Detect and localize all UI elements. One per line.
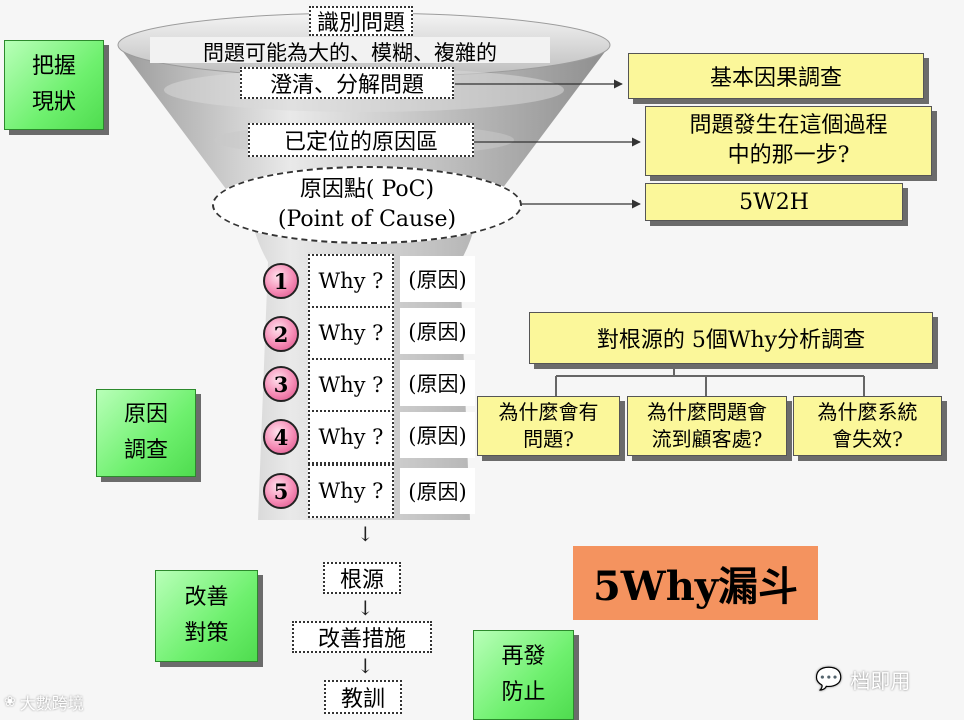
why-number-1: 1 <box>263 263 299 299</box>
wechat-icon: 💬 <box>815 666 843 692</box>
watermark-right: 💬 档即用 <box>815 662 955 696</box>
improvement-measures-box: 改善措施 <box>292 621 432 653</box>
main-title: 5Why漏斗 <box>573 546 818 620</box>
why-step-4: Why ? <box>308 410 394 464</box>
poc-label: 原因點( PoC) <box>299 177 435 202</box>
lessons-box: 教訓 <box>324 680 402 714</box>
basic-cause-investigation-box: 基本因果調查 <box>628 53 924 99</box>
branch-why-reach-customer: 為什麼問題會 流到顧客處? <box>627 396 787 456</box>
why-step-2: Why ? <box>308 306 394 360</box>
branch-why-problem: 為什麼會有 問題? <box>477 396 620 456</box>
phase-prevent-recurrence: 再發 防止 <box>473 630 574 720</box>
located-area-box: 已定位的原因區 <box>248 123 474 157</box>
cause-4: (原因) <box>400 412 475 458</box>
point-of-cause-ellipse: 原因點( PoC) (Point of Cause) <box>212 166 522 244</box>
watermark-left-text: 大數跨境 <box>19 694 84 713</box>
why-number-4: 4 <box>263 419 299 455</box>
down-arrow-icon: ↓ <box>357 522 374 546</box>
why-step-3: Why ? <box>308 358 394 412</box>
five-why-analysis-box: 對根源的 5個Why分析調查 <box>529 312 933 364</box>
process-step-box: 問題發生在這個過程 中的那一步? <box>645 106 932 176</box>
5w2h-box: 5W2H <box>645 183 903 221</box>
branch-why-system-fail: 為什麼系統 會失效? <box>793 396 942 456</box>
cause-5: (原因) <box>400 468 475 514</box>
watermark-left: ❀ 大數跨境 <box>4 688 134 716</box>
phase-grasp-status: 把握 現狀 <box>4 40 104 130</box>
watermark-right-text: 档即用 <box>850 668 911 693</box>
down-arrow-icon: ↓ <box>357 654 374 678</box>
why-number-5: 5 <box>263 473 299 509</box>
cause-1: (原因) <box>400 256 475 302</box>
problem-description: 問題可能為大的、模糊、複雜的 <box>150 37 550 65</box>
why-step-5: Why ? <box>308 464 394 518</box>
poc-english-label: (Point of Cause) <box>277 207 457 232</box>
why-number-3: 3 <box>263 366 299 402</box>
logo-icon: ❀ <box>4 694 16 710</box>
cause-3: (原因) <box>400 360 475 406</box>
down-arrow-icon: ↓ <box>357 596 374 620</box>
phase-improvement: 改善 對策 <box>155 570 258 662</box>
clarify-problem-box: 澄清、分解問題 <box>240 67 454 99</box>
why-number-2: 2 <box>263 316 299 352</box>
phase-cause-investigation: 原因 調查 <box>96 389 196 477</box>
why-step-1: Why ? <box>308 254 394 308</box>
root-cause-box: 根源 <box>323 562 401 594</box>
cause-2: (原因) <box>400 308 475 354</box>
identify-problem-box: 識別問題 <box>309 6 413 36</box>
